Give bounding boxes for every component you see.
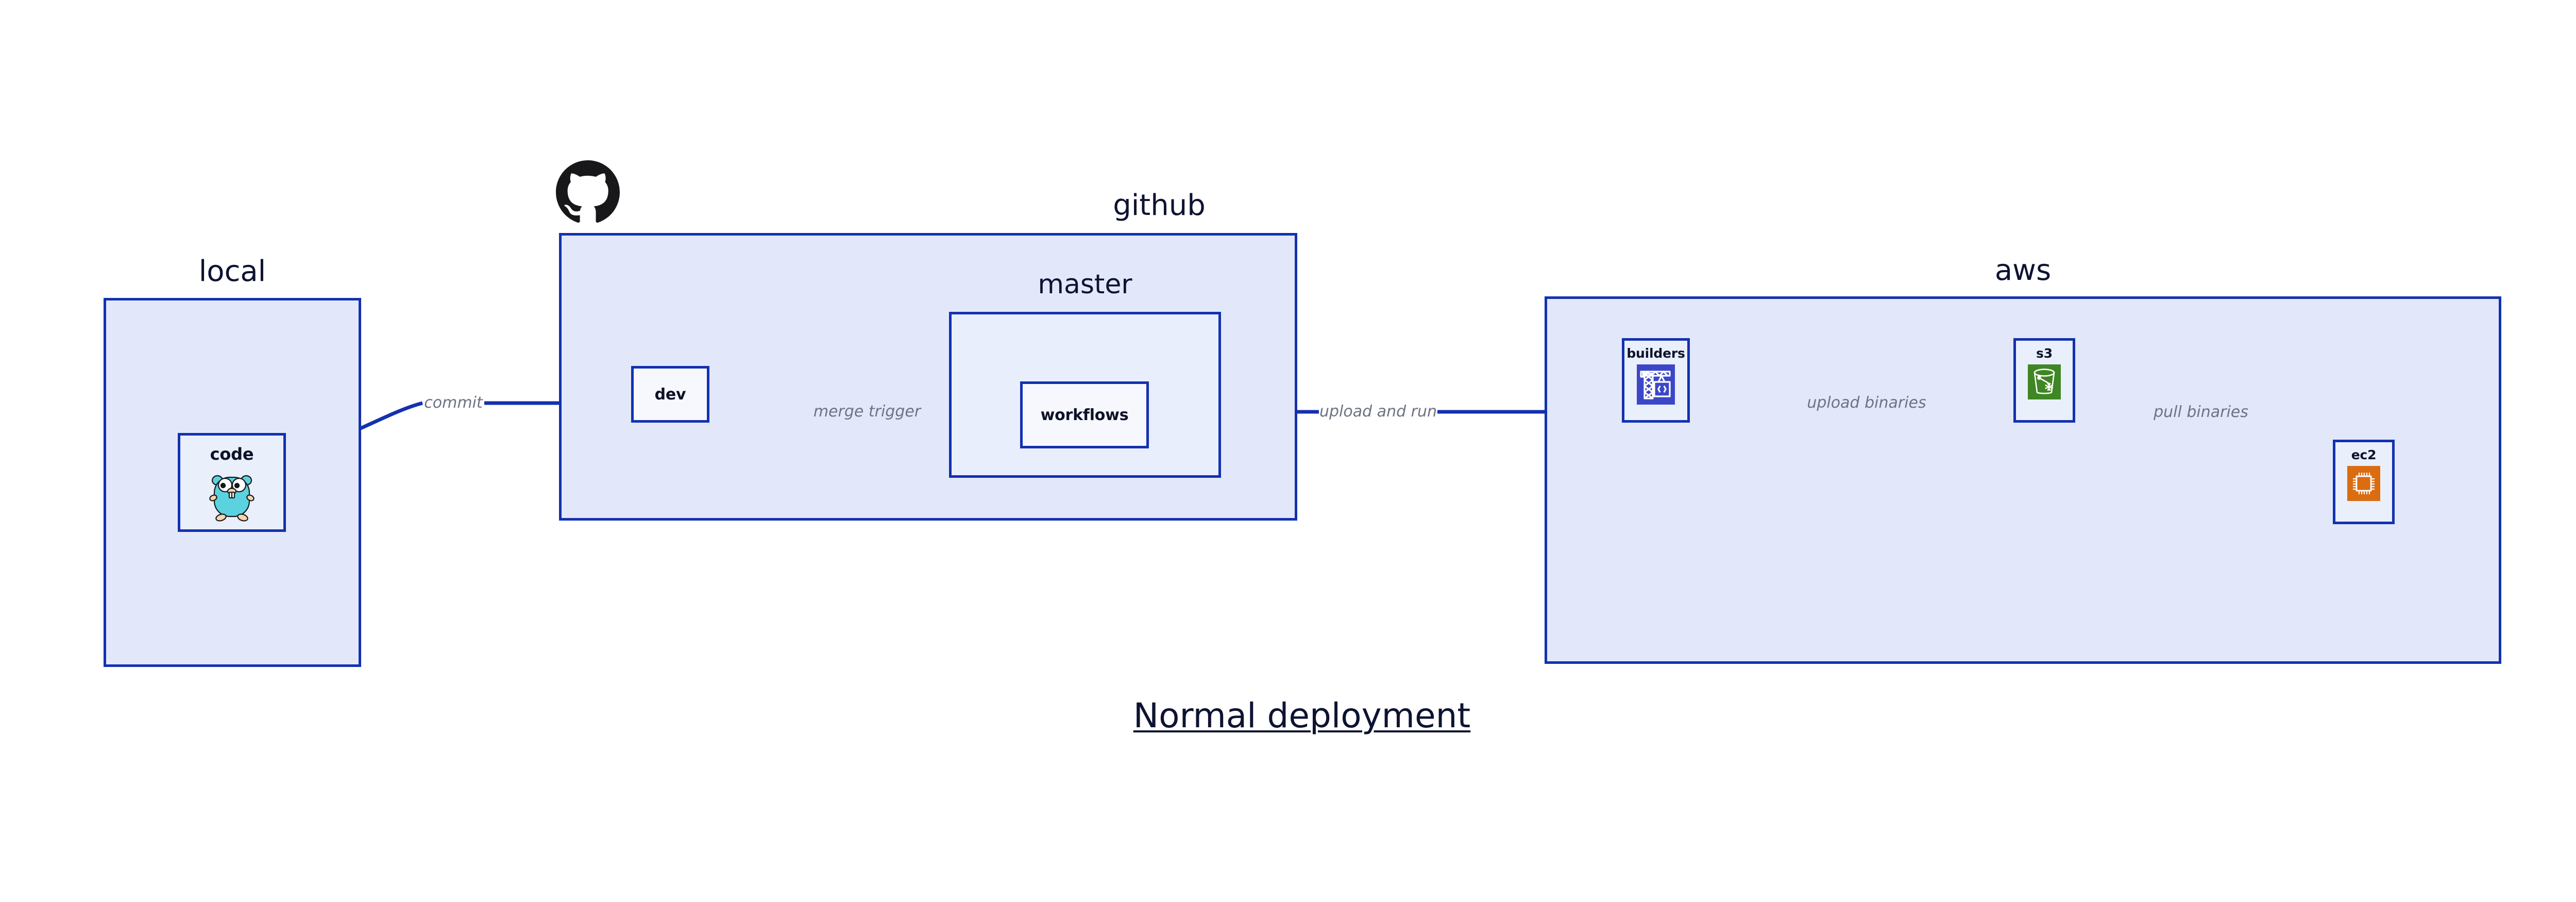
cluster-label-master: master [1038, 269, 1132, 300]
edge-label-commit: commit [424, 394, 483, 412]
node-label-ec2: ec2 [2351, 447, 2377, 462]
node-label-builders: builders [1626, 346, 1685, 361]
edge-label-upload-binaries: upload binaries [1807, 394, 1926, 412]
node-dev[interactable]: dev [631, 366, 709, 423]
node-label-code: code [210, 444, 254, 464]
diagram-caption: Normal deployment [1133, 696, 1471, 736]
node-label-s3: s3 [2036, 346, 2053, 361]
go-gopher-icon [207, 468, 257, 524]
cluster-label-github: github [1113, 189, 1206, 222]
node-label-workflows: workflows [1040, 406, 1129, 424]
node-workflows[interactable]: workflows [1020, 381, 1149, 448]
node-s3[interactable]: s3 [2013, 338, 2075, 423]
node-code[interactable]: code [178, 433, 286, 532]
edge-label-pull-binaries: pull binaries [2154, 403, 2248, 421]
aws-builders-crane-icon [1637, 364, 1675, 407]
aws-ec2-chip-icon [2347, 466, 2380, 503]
github-octocat-icon [556, 160, 620, 224]
cluster-label-aws: aws [1994, 254, 2052, 287]
edge-label-merge-trigger: merge trigger [813, 403, 921, 421]
node-builders[interactable]: builders [1622, 338, 1690, 423]
cluster-label-local: local [198, 255, 266, 288]
edge-label-upload-and-run: upload and run [1319, 403, 1437, 421]
node-label-dev: dev [654, 385, 686, 404]
aws-s3-glacier-bucket-icon [2028, 364, 2061, 402]
node-ec2[interactable]: ec2 [2333, 440, 2395, 524]
